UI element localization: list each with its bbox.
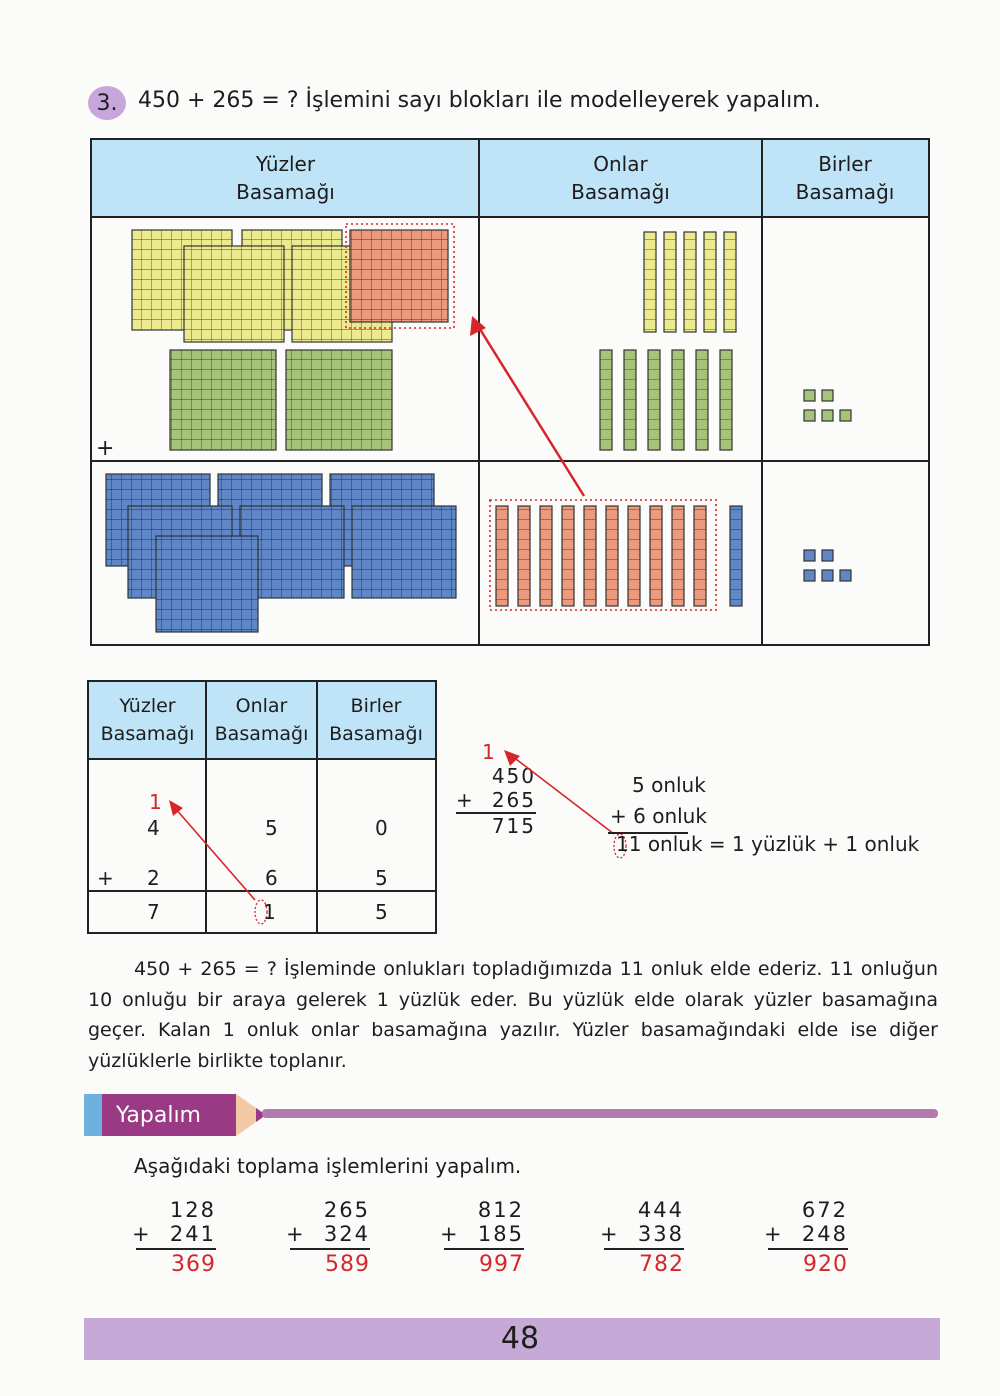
regroup-arrow	[470, 316, 586, 497]
result-digit: 7	[147, 900, 160, 924]
base-ten-blocks-illustration	[105, 223, 852, 633]
footer-bar	[84, 1318, 940, 1360]
column-divider	[205, 682, 207, 932]
carry-arrow	[169, 800, 268, 925]
place-value-table: Yüzler Basamağı Onlar Basamağı Birler Ba…	[87, 680, 437, 934]
blue-hundreds	[105, 473, 457, 633]
carry-arrow-2	[504, 750, 627, 859]
row-divider	[89, 890, 435, 892]
addition-problem: 672 +248 920	[764, 1198, 848, 1277]
carry-digit: 1	[482, 740, 495, 764]
digit: 2	[147, 866, 160, 890]
result-digit: 5	[375, 900, 388, 924]
blue-ten-rod	[729, 505, 743, 607]
plus-sign: +	[96, 436, 115, 461]
answer: 369	[171, 1252, 216, 1277]
salmon-hundred-block	[345, 223, 455, 329]
digit: 0	[375, 816, 388, 840]
addition-problem: 812 +185 997	[440, 1198, 524, 1277]
vertical-addition: 1 450 + 265 715	[456, 740, 536, 838]
green-ten-rods	[599, 349, 733, 451]
digit: 5	[375, 866, 388, 890]
plus-sign: +	[97, 866, 114, 890]
onluk-line: 6 onluk	[633, 804, 707, 828]
plus-sign: +	[456, 788, 475, 812]
carry-digit: 1	[149, 790, 162, 814]
blue-unit-cubes	[803, 549, 852, 582]
column-divider	[316, 682, 318, 932]
plus-sign: +	[610, 804, 627, 828]
header-onlar: Onlar Basamağı	[479, 140, 762, 218]
answer: 997	[479, 1252, 524, 1277]
yellow-ten-rods	[643, 231, 737, 333]
pencil-eraser-icon	[84, 1094, 102, 1136]
yapalim-banner: Yapalım	[84, 1094, 236, 1136]
digit: 4	[147, 816, 160, 840]
regroup-highlight	[489, 499, 717, 611]
addend: 265	[491, 788, 536, 812]
header-yuzler: Yüzler Basamağı	[92, 140, 479, 218]
addition-problem: 265 +324 589	[286, 1198, 370, 1277]
header-yuzler: Yüzler Basamağı	[89, 682, 206, 760]
row-divider	[92, 460, 928, 462]
question-number-badge: 3.	[88, 86, 126, 120]
place-value-block-table: Yüzler Basamağı Onlar Basamağı Birler Ba…	[90, 138, 930, 646]
onluk-result: 11 onluk = 1 yüzlük + 1 onluk	[616, 832, 920, 856]
green-hundreds	[169, 349, 393, 451]
column-divider	[478, 140, 480, 644]
header-birler: Birler Basamağı	[762, 140, 928, 218]
addition-problem: 444 +338 782	[600, 1198, 684, 1277]
sum-result: 715	[491, 814, 536, 838]
header-birler: Birler Basamağı	[317, 682, 435, 760]
page-number: 48	[500, 1321, 540, 1356]
salmon-ten-rods	[495, 505, 707, 607]
answer: 589	[325, 1252, 370, 1277]
instruction-text: Aşağıdaki toplama işlemlerini yapalım.	[134, 1154, 522, 1178]
digit: 6	[265, 866, 278, 890]
digit: 5	[265, 816, 278, 840]
onluk-line: 5 onluk	[632, 773, 706, 797]
question-text: 450 + 265 = ? İşlemini sayı blokları ile…	[138, 88, 821, 113]
green-unit-cubes	[803, 389, 852, 422]
onluk-addition: 5 onluk + 6 onluk	[604, 770, 707, 832]
divider-stripe	[262, 1109, 938, 1118]
answer: 782	[639, 1252, 684, 1277]
answer: 920	[803, 1252, 848, 1277]
header-onlar: Onlar Basamağı	[206, 682, 317, 760]
addition-problem: 128 +241 369	[132, 1198, 216, 1277]
explanation-paragraph: 450 + 265 = ? İşleminde onlukları toplad…	[88, 958, 938, 1072]
sum-line	[608, 832, 688, 834]
pencil-tip-icon	[236, 1094, 266, 1136]
column-divider	[761, 140, 763, 644]
sum-line	[456, 812, 536, 814]
